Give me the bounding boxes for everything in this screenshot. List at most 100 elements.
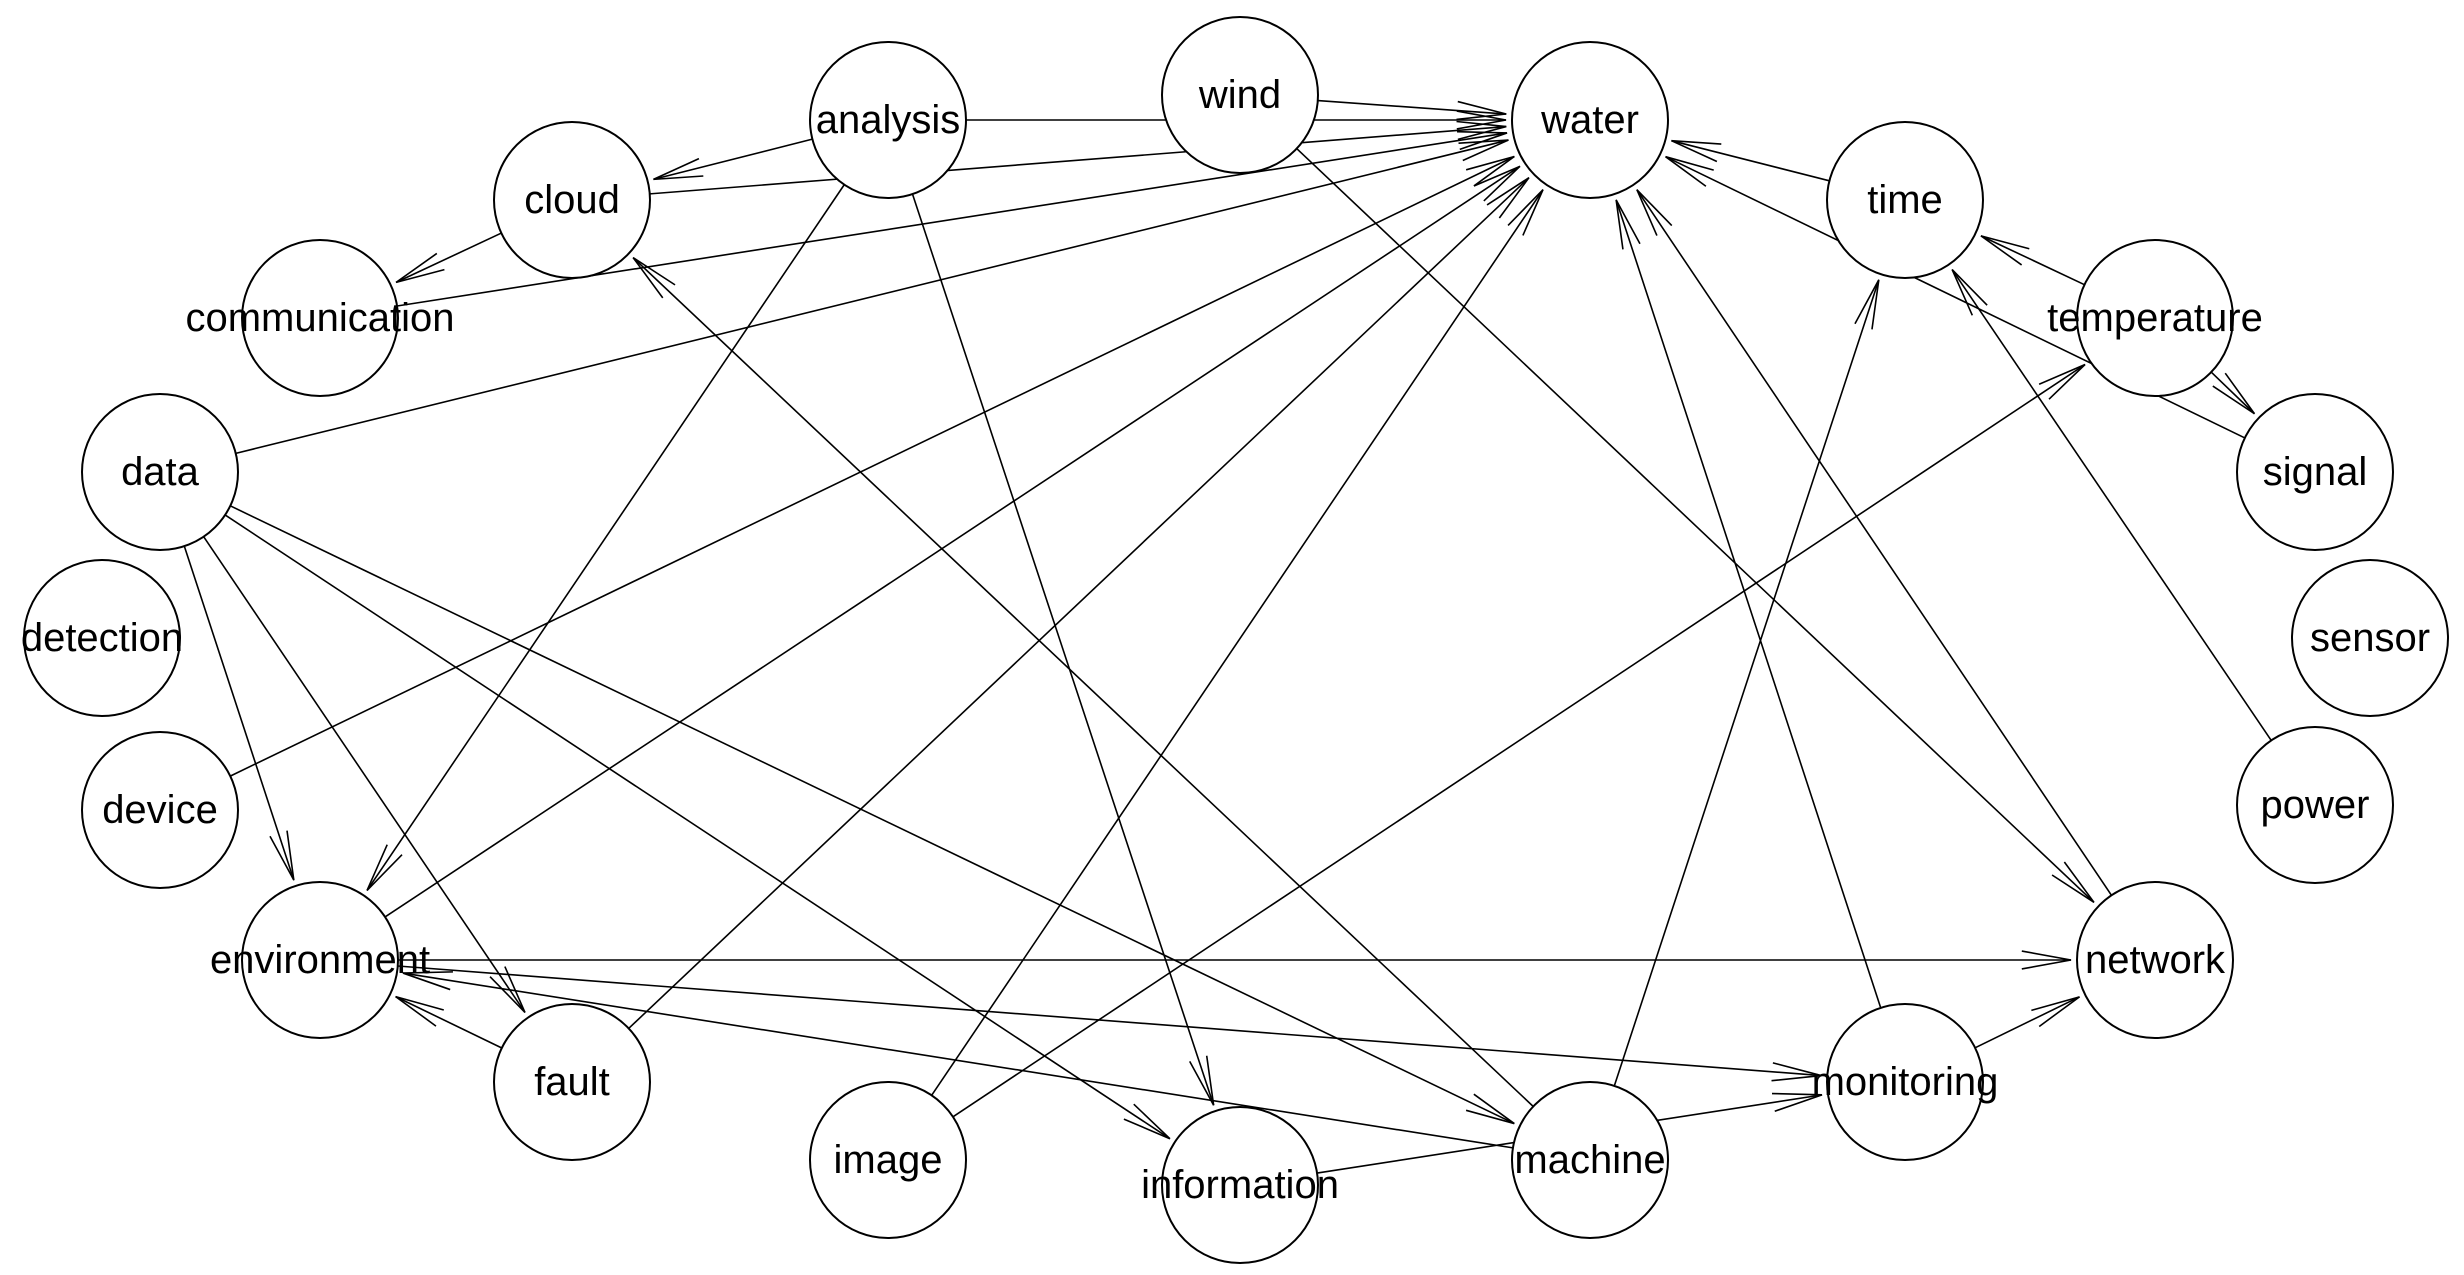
arrowhead-icon xyxy=(1458,139,1509,162)
nodes-layer: waterwindanalysiscloudcommunicationdatad… xyxy=(21,16,2449,1264)
node-monitoring: monitoring xyxy=(1812,1003,1999,1161)
edge-line xyxy=(653,138,813,181)
edge-temperature-to-signal xyxy=(2210,371,2256,415)
edge-fault-to-water xyxy=(628,177,1530,1030)
arrowhead-icon xyxy=(395,252,445,284)
node-label: time xyxy=(1867,178,1943,222)
edges-layer xyxy=(183,99,2272,1174)
edge-line xyxy=(397,965,1822,1077)
arrowhead-icon xyxy=(1771,1092,1823,1112)
node-circle xyxy=(241,881,399,1039)
edge-machine-to-environment xyxy=(402,971,1514,1149)
node-communication: communication xyxy=(185,239,455,397)
edge-line xyxy=(1951,269,2272,741)
edge-power-to-time xyxy=(1951,268,2272,741)
edge-network-to-water xyxy=(1636,189,2113,896)
arrowhead-icon xyxy=(1465,1093,1515,1125)
node-circle xyxy=(2236,393,2394,551)
node-label: information xyxy=(1141,1163,1339,1207)
edge-machine-to-cloud xyxy=(632,256,1534,1108)
arrowhead-icon xyxy=(1951,268,1988,316)
node-circle xyxy=(493,121,651,279)
arrowhead-icon xyxy=(2021,950,2072,970)
node-label: monitoring xyxy=(1812,1060,1999,1104)
edge-line xyxy=(649,125,1507,195)
edge-image-to-water xyxy=(930,189,1544,1096)
node-label: cloud xyxy=(524,178,620,222)
node-time: time xyxy=(1826,121,1984,279)
node-circle xyxy=(809,1081,967,1239)
node-circle xyxy=(1511,1081,1669,1239)
node-circle xyxy=(1161,1106,1319,1264)
edge-line xyxy=(1671,139,1830,182)
node-water: water xyxy=(1511,41,1669,199)
arrowhead-icon xyxy=(1123,1103,1171,1140)
edge-image-to-temperature xyxy=(952,363,2086,1118)
arrowhead-icon xyxy=(2031,996,2080,1028)
node-image: image xyxy=(809,1081,967,1239)
node-label: wind xyxy=(1198,73,1281,117)
edge-wind-to-water xyxy=(1317,99,1507,121)
node-label: detection xyxy=(21,616,183,660)
edge-line xyxy=(395,232,502,284)
edge-line xyxy=(229,505,1515,1125)
edge-environment-to-water xyxy=(384,165,1521,918)
edge-time-to-water xyxy=(1671,139,1830,182)
node-label: communication xyxy=(185,296,454,340)
edge-cloud-to-communication xyxy=(395,232,502,284)
node-machine: machine xyxy=(1511,1081,1669,1239)
arrowhead-icon xyxy=(1507,189,1544,236)
arrowhead-icon xyxy=(2051,861,2095,903)
arrowhead-icon xyxy=(1771,1062,1822,1082)
node-circle xyxy=(241,239,399,397)
node-label: network xyxy=(2085,938,2226,982)
arrowhead-icon xyxy=(269,830,295,881)
node-network: network xyxy=(2076,881,2234,1039)
edge-environment-to-network xyxy=(398,950,2072,970)
arrowhead-icon xyxy=(1636,189,1673,236)
arrowhead-icon xyxy=(1486,177,1530,219)
node-circle xyxy=(1161,16,1319,174)
node-circle xyxy=(23,559,181,717)
node-power: power xyxy=(2236,726,2394,884)
edge-line xyxy=(366,184,845,891)
edge-line xyxy=(1615,199,1882,1009)
edge-line xyxy=(229,155,1515,777)
edge-line xyxy=(628,177,1530,1030)
node-label: device xyxy=(102,788,218,832)
edge-line xyxy=(224,514,1171,1140)
edge-line xyxy=(1296,148,2095,903)
node-detection: detection xyxy=(21,559,183,717)
edge-line xyxy=(2210,371,2256,415)
node-circle xyxy=(2236,726,2394,884)
edge-temperature-to-time xyxy=(1980,235,2085,286)
node-circle xyxy=(2291,559,2449,717)
arrowhead-icon xyxy=(1665,155,1714,187)
node-label: image xyxy=(834,1138,943,1182)
node-label: signal xyxy=(2263,450,2368,494)
node-circle xyxy=(809,41,967,199)
arrowhead-icon xyxy=(1615,199,1641,250)
node-label: temperature xyxy=(2047,296,2263,340)
edge-monitoring-to-water xyxy=(1615,199,1882,1009)
node-wind: wind xyxy=(1161,16,1319,174)
node-circle xyxy=(1826,1003,1984,1161)
arrowhead-icon xyxy=(1671,139,1722,163)
arrowhead-icon xyxy=(366,844,403,891)
edge-line xyxy=(1317,99,1507,115)
edge-line xyxy=(1636,189,2113,896)
edge-line xyxy=(395,995,503,1049)
edge-line xyxy=(1980,235,2085,286)
arrowhead-icon xyxy=(1456,130,1508,151)
edge-device-to-water xyxy=(229,155,1515,777)
node-sensor: sensor xyxy=(2291,559,2449,717)
arrowhead-icon xyxy=(402,971,453,991)
edge-analysis-to-environment xyxy=(366,184,845,891)
edge-cloud-to-water xyxy=(649,120,1507,195)
node-circle xyxy=(2076,239,2234,397)
arrowhead-icon xyxy=(653,157,704,181)
node-circle xyxy=(1511,41,1669,199)
edge-machine-to-time xyxy=(1613,279,1880,1087)
arrowhead-icon xyxy=(1465,155,1515,187)
arrowhead-icon xyxy=(2212,372,2256,415)
